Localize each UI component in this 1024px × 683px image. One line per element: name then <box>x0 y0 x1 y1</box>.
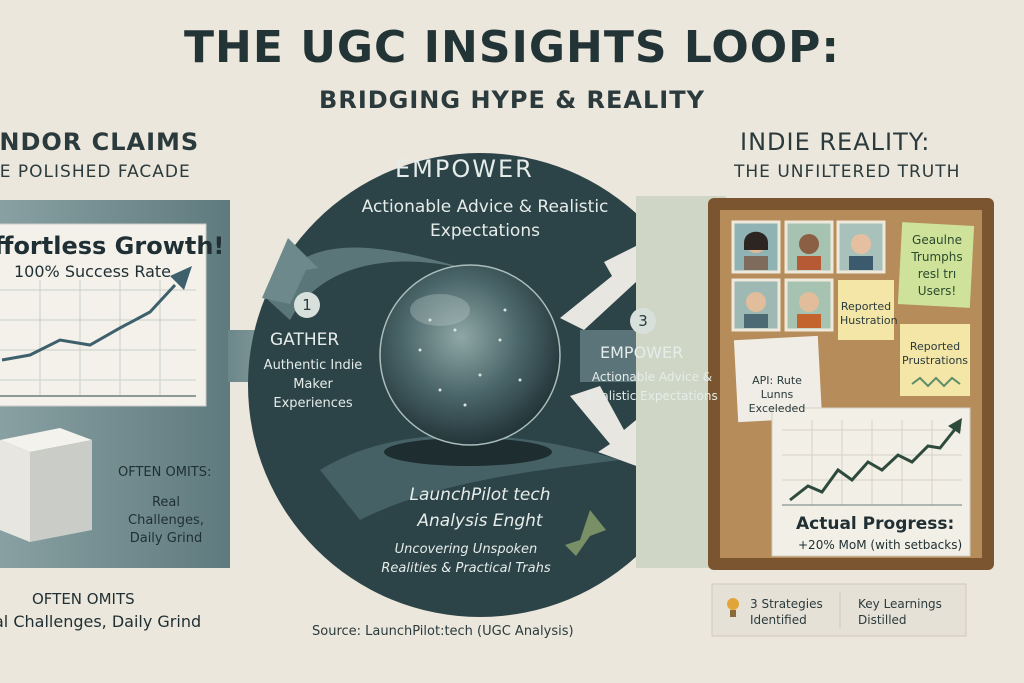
sticky-api-text: API: Rute Lunns Exceleded <box>748 374 806 415</box>
vendor-card-subtitle: 100% Success Rate <box>14 262 172 281</box>
lightbulb-icon <box>727 598 739 617</box>
omits-small-text: Real Challenges, Daily Grind <box>128 495 204 546</box>
indie-header: INDIE REALITY: <box>740 128 931 156</box>
step-3-text: Actionable Advice & Realistic Expectatio… <box>586 370 718 403</box>
loop-up-arrow <box>262 238 318 304</box>
step-1-title: GATHER <box>270 330 340 350</box>
vendor-subheader: HE POLISHED FACADE <box>0 162 191 182</box>
page-title: THE UGC INSIGHTS LOOP: <box>183 22 840 73</box>
sticky-reported-1-text: Reported Hustration <box>840 300 898 327</box>
vendor-chart-card <box>0 223 207 407</box>
vendor-card-title: ffortless Growth! <box>0 232 225 260</box>
step-3-badge: 3 <box>630 308 656 334</box>
omits-small-title: OFTEN OMITS: <box>118 465 212 480</box>
loop-top-text: Actionable Advice & Realistic Expectatio… <box>361 197 609 241</box>
progress-chart-grid <box>782 420 962 505</box>
sticky-yellow-2 <box>900 324 970 396</box>
step-1-badge: 1 <box>294 292 320 318</box>
vendor-growth-line <box>1 283 177 362</box>
portrait-2-avatar <box>784 220 834 274</box>
step-1-text: Authentic Indie Maker Experiences <box>263 358 363 411</box>
progress-arrowhead <box>948 418 962 434</box>
portrait-4-avatar <box>731 278 781 332</box>
loop-swirl-top <box>268 247 470 320</box>
sticky-green-text: Geaulne Trumphs resl trı Users! <box>911 233 963 298</box>
sticky-yellow-1 <box>838 280 894 340</box>
portrait-1-avatar <box>731 220 781 274</box>
analysis-text: Uncovering Unspoken Realities & Practica… <box>381 542 551 576</box>
sticky-green <box>897 222 975 308</box>
omits-big-text: al Challenges, Daily Grind <box>0 612 202 631</box>
vendor-header: ENDOR CLAIMS <box>0 128 200 156</box>
progress-chart-card <box>771 407 971 557</box>
globe <box>379 264 561 446</box>
sticky-squiggle <box>911 376 961 388</box>
omits-big-title: OFTEN OMITS <box>32 590 135 608</box>
step-3-title: EMPOWER <box>600 343 684 362</box>
indie-subheader: THE UNFILTERED TRUTH <box>734 162 961 182</box>
progress-title: Actual Progress: <box>796 514 955 534</box>
progress-subtitle: +20% MoM (with setbacks) <box>798 538 963 552</box>
progress-line <box>789 427 958 502</box>
page-subtitle: BRIDGING HYPE & REALITY <box>319 86 705 114</box>
vendor-chart-grid <box>0 280 196 396</box>
footer-learnings: Key Learnings Distilled <box>858 597 942 627</box>
footer-strategies: 3 Strategies Identified <box>750 597 823 627</box>
loop-arrow-green <box>565 510 606 556</box>
footer-box <box>711 583 967 637</box>
analysis-title: LaunchPilot tech Analysis Enght <box>409 485 551 531</box>
globe-shadow <box>384 438 552 466</box>
sticky-api <box>733 335 823 423</box>
cube-illustration <box>0 428 92 542</box>
loop-top-title: EMPOWER <box>395 155 534 183</box>
vendor-growth-arrowhead <box>170 266 192 290</box>
portrait-5-avatar <box>784 278 834 332</box>
globe-stars <box>418 308 522 407</box>
source-caption: Source: LaunchPilot:tech (UGC Analysis) <box>312 624 574 639</box>
portrait-3-avatar <box>836 220 886 274</box>
globe-highlight <box>410 294 470 326</box>
loop-arrow-lower <box>570 386 642 468</box>
sticky-reported-2-text: Reported Prustrations <box>902 340 969 367</box>
